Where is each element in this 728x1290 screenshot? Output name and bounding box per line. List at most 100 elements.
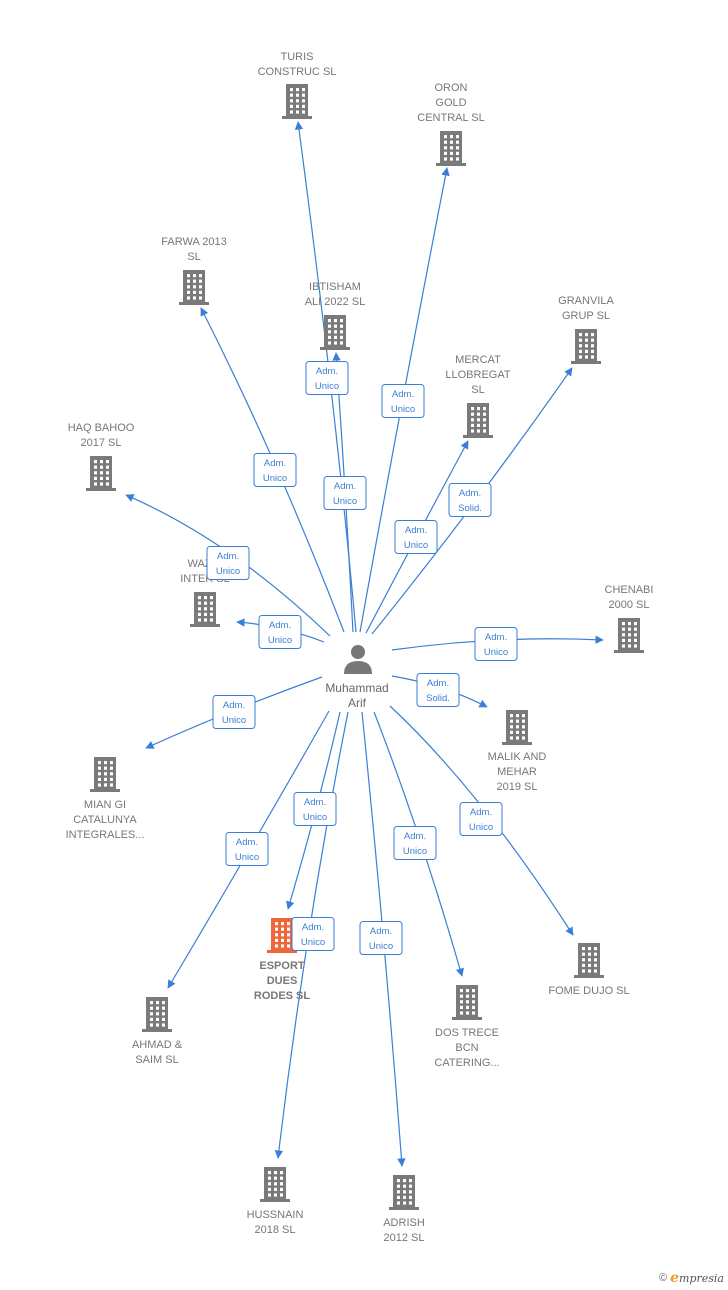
company-label: IBTISHAM <box>309 281 361 293</box>
role-badge-text: Adm. <box>217 551 239 562</box>
company-node-dostrece[interactable]: DOS TRECEBCNCATERING... <box>434 985 500 1069</box>
role-badge-turis[interactable]: Adm.Unico <box>305 361 349 395</box>
role-badge-text: Adm. <box>485 632 507 643</box>
company-label: 2018 SL <box>255 1224 296 1236</box>
role-badge-ibtisham[interactable]: Adm.Unico <box>323 476 367 510</box>
building-icon <box>142 997 172 1032</box>
role-badge-box <box>359 921 403 955</box>
role-badge-text: Adm. <box>405 525 427 536</box>
role-badge-box <box>258 615 302 649</box>
company-label: MALIK AND <box>488 751 547 763</box>
copyright-icon: © <box>659 1272 668 1284</box>
company-node-miangi[interactable]: MIAN GICATALUNYAINTEGRALES... <box>66 757 145 841</box>
role-badge-esport[interactable]: Adm.Unico <box>293 792 337 826</box>
role-badge-dostrece[interactable]: Adm.Unico <box>393 826 437 860</box>
company-label: FOME DUJO SL <box>548 985 629 997</box>
role-badge-oron[interactable]: Adm.Unico <box>381 384 425 418</box>
role-badge-text: Unico <box>403 846 427 857</box>
role-badge-hussnain[interactable]: Adm. Unico <box>291 917 335 951</box>
role-badge-text: Adm. <box>236 837 258 848</box>
company-label: BCN <box>455 1042 478 1054</box>
role-badge-box <box>474 627 518 661</box>
role-badge-granvila[interactable]: Adm. Solid. <box>448 483 492 517</box>
person-name: Arif <box>348 696 367 710</box>
building-icon <box>320 315 350 350</box>
role-badge-fome[interactable]: Adm.Unico <box>459 802 503 836</box>
company-label: RODES SL <box>254 990 311 1002</box>
company-node-turis[interactable]: TURIS CONSTRUC SL <box>258 51 337 119</box>
role-badge-mercat[interactable]: Adm.Unico <box>394 520 438 554</box>
role-badge-text: Unico <box>303 812 327 823</box>
role-badge-haq[interactable]: Adm.Unico <box>206 546 250 580</box>
role-badge-box <box>212 695 256 729</box>
company-label: TURIS <box>281 51 314 63</box>
role-badge-malik[interactable]: Adm.Solid. <box>416 673 460 707</box>
person-name: Muhammad <box>325 681 388 695</box>
company-node-hussnain[interactable]: HUSSNAIN 2018 SL <box>247 1167 304 1236</box>
role-badge-text: Unico <box>268 635 292 646</box>
role-badge-wazir[interactable]: Adm.Unico <box>258 615 302 649</box>
role-badge-box <box>305 361 349 395</box>
company-label: SL <box>471 384 484 396</box>
company-label: 2012 SL <box>384 1232 425 1244</box>
role-badge-text: Adm. <box>302 922 324 933</box>
building-icon <box>190 592 220 627</box>
role-badge-farwa[interactable]: Adm. Unico <box>253 453 297 487</box>
building-icon <box>86 456 116 491</box>
person-icon <box>344 645 372 674</box>
role-badge-box <box>206 546 250 580</box>
role-badge-text: Unico <box>369 941 393 952</box>
company-label: INTEGRALES... <box>66 829 145 841</box>
building-icon <box>571 329 601 364</box>
role-badge-text: Unico <box>263 473 287 484</box>
company-label: MEHAR <box>497 766 537 778</box>
company-label: HUSSNAIN <box>247 1209 304 1221</box>
building-icon <box>574 943 604 978</box>
company-node-fome[interactable]: FOME DUJO SL <box>548 943 630 997</box>
role-badge-box <box>416 673 460 707</box>
role-badge-miangi[interactable]: Adm.Unico <box>212 695 256 729</box>
role-badge-box <box>253 453 297 487</box>
company-label: CONSTRUC SL <box>258 66 337 78</box>
role-badge-text: Adm. <box>334 481 356 492</box>
role-badge-adrish[interactable]: Adm. Unico <box>359 921 403 955</box>
company-label: 2017 SL <box>81 437 122 449</box>
company-label: DUES <box>267 975 298 987</box>
brand-logo[interactable]: empresia <box>670 1270 724 1286</box>
role-badge-text: Solid. <box>458 503 482 514</box>
role-badge-text: Unico <box>301 937 325 948</box>
company-label: GRUP SL <box>562 310 610 322</box>
role-badge-chenabi[interactable]: Adm.Unico <box>474 627 518 661</box>
building-icon <box>452 985 482 1020</box>
role-badge-box <box>394 520 438 554</box>
role-badge-box <box>448 483 492 517</box>
role-badge-text: Adm. <box>370 926 392 937</box>
company-label: CHENABI <box>605 584 654 596</box>
company-node-ahmad[interactable]: AHMAD &SAIM SL <box>132 997 183 1066</box>
company-label: SL <box>187 251 200 263</box>
role-badge-text: Adm. <box>470 807 492 818</box>
company-label: DOS TRECE <box>435 1027 499 1039</box>
role-badge-text: Adm. <box>264 458 286 469</box>
role-badge-text: Adm. <box>427 678 449 689</box>
role-badge-ahmad[interactable]: Adm.Unico <box>225 832 269 866</box>
role-badge-box <box>323 476 367 510</box>
role-badge-text: Adm. <box>459 488 481 499</box>
building-icon <box>267 918 297 953</box>
building-icon <box>463 403 493 438</box>
role-badge-text: Unico <box>222 715 246 726</box>
building-icon <box>282 84 312 119</box>
company-label: MIAN GI <box>84 799 126 811</box>
role-badge-box <box>225 832 269 866</box>
